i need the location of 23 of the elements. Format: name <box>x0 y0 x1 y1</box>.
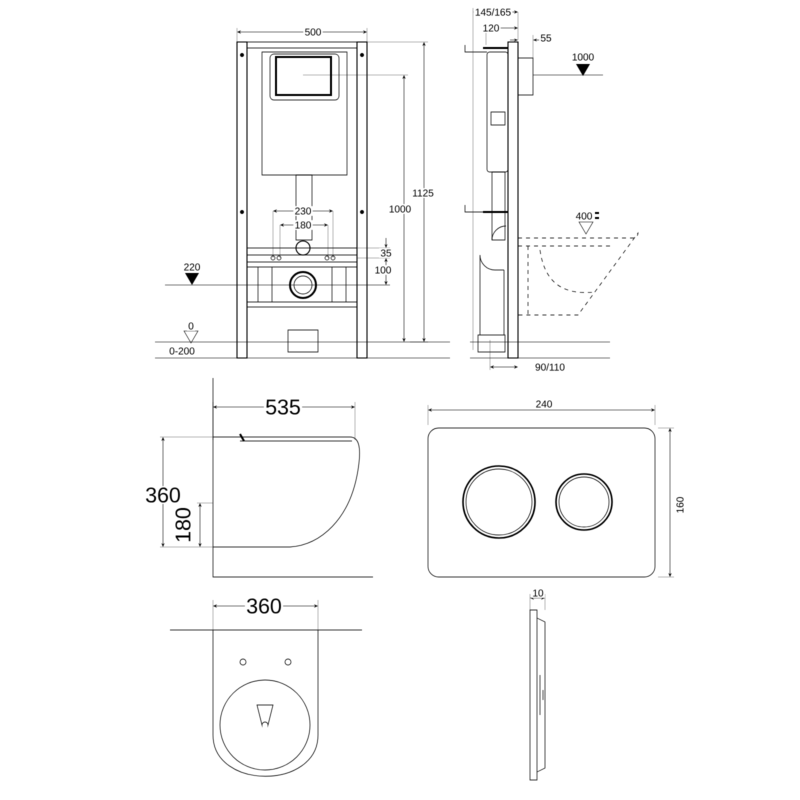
dimension-value: 1125 <box>410 188 436 198</box>
dimension-value: 180 <box>293 220 313 230</box>
dimension-value: 1000 <box>388 204 412 214</box>
dimension-value: 35 <box>379 248 393 258</box>
dimension-value: 145/165 <box>474 7 512 17</box>
level-value: 0 <box>186 321 196 331</box>
dimension-value: 230 <box>293 206 313 216</box>
dimension-value: 360 <box>244 597 284 615</box>
dimension-value: 55 <box>539 33 553 43</box>
dimension-value: 10 <box>531 588 545 598</box>
dimension-value: 100 <box>373 265 393 275</box>
level-value: 220 <box>182 262 202 272</box>
dimension-value: 360 <box>144 486 182 504</box>
dimension-value: 500 <box>303 27 323 37</box>
dimension-value: 180 <box>174 506 192 544</box>
level-value: 400 <box>574 211 594 221</box>
level-value: 1000 <box>570 52 596 62</box>
dimension-value: 535 <box>264 398 302 416</box>
dimension-value: 90/110 <box>534 362 566 372</box>
dimension-value: 160 <box>675 495 685 515</box>
dimension-value: 240 <box>534 399 554 409</box>
level-value: 0-200 <box>168 346 196 356</box>
dimension-value: 120 <box>481 23 501 33</box>
